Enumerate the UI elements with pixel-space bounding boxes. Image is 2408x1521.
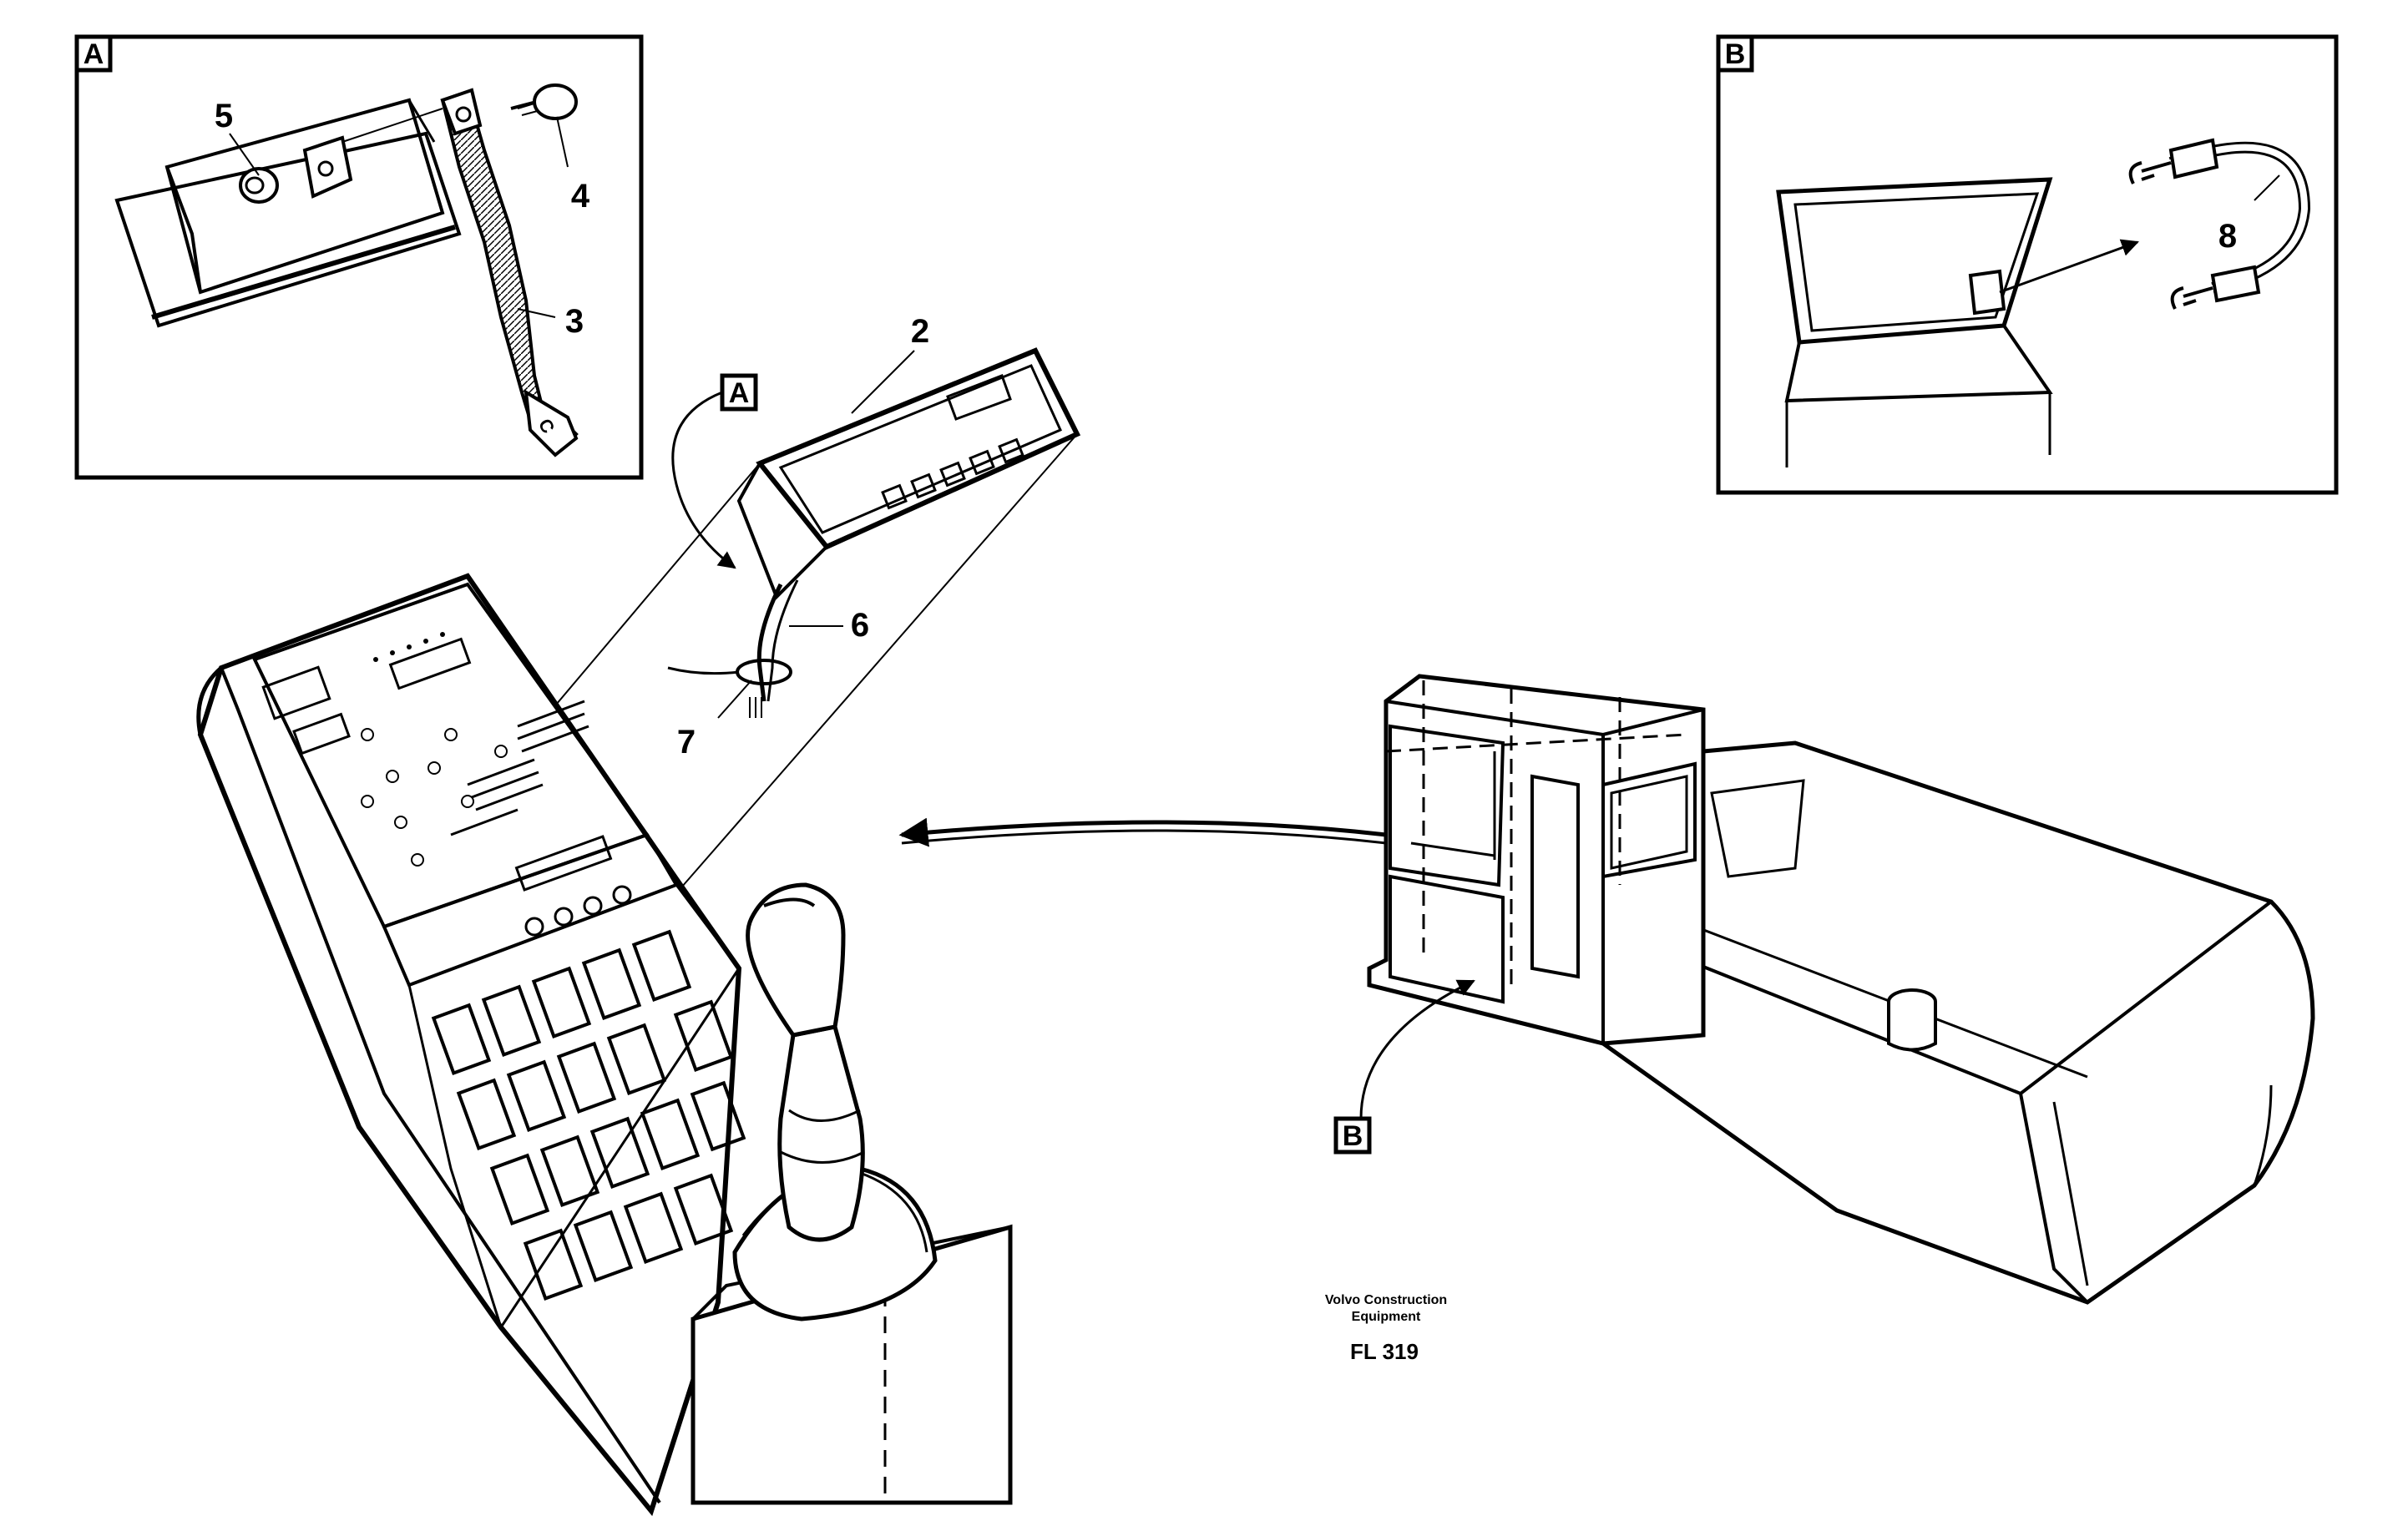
display-buttons xyxy=(881,437,1024,510)
credit-line-1: Volvo Construction xyxy=(1325,1293,1447,1307)
display-window xyxy=(946,374,1012,421)
callout-2: 2 xyxy=(911,313,929,350)
screw xyxy=(533,83,578,120)
detail-view-a: A C 5 4 3 xyxy=(74,34,644,480)
display-unit: 2 6 7 A xyxy=(667,313,1081,760)
joystick xyxy=(691,882,1013,1505)
jumper-cable xyxy=(2168,138,2219,179)
callout-7: 7 xyxy=(677,724,696,760)
cable-tie xyxy=(736,659,792,685)
view-b-reference: B xyxy=(1343,1120,1363,1152)
excavator-upper-structure: B xyxy=(1333,674,2315,1305)
callout-6: 6 xyxy=(851,607,869,644)
wiring-harness xyxy=(756,583,783,702)
bracket xyxy=(302,135,353,199)
display-housing xyxy=(164,98,445,295)
detail-view-b: B 8 xyxy=(1716,34,2339,495)
callout-8: 8 xyxy=(2218,218,2237,255)
ground-strap xyxy=(440,89,579,453)
nut xyxy=(239,167,279,204)
view-a-reference: A xyxy=(729,377,750,409)
credit-line-2: Equipment xyxy=(1352,1310,1421,1324)
figure-credit: Volvo Construction Equipment FL 319 xyxy=(1325,1293,1447,1364)
view-a-tag: A xyxy=(83,38,104,70)
keypad xyxy=(431,929,746,1301)
figure-code: FL 319 xyxy=(1350,1339,1419,1364)
relay xyxy=(1968,269,2006,316)
callout-4: 4 xyxy=(571,178,590,215)
mounting-plate xyxy=(114,131,462,328)
callout-5: 5 xyxy=(215,98,233,134)
instrument-panel xyxy=(196,573,746,1517)
callout-3: 3 xyxy=(565,303,584,340)
view-b-tag: B xyxy=(1725,38,1746,70)
